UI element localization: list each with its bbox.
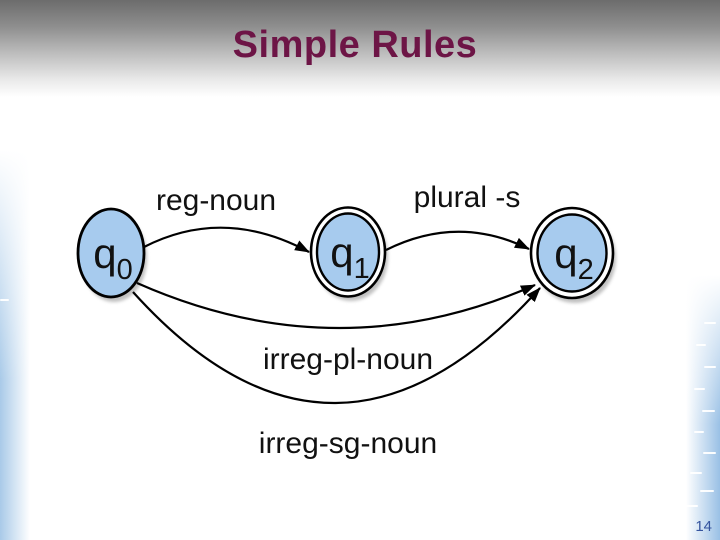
state-q0-symbol: q bbox=[93, 230, 116, 277]
top-gradient-banner bbox=[0, 0, 720, 97]
state-q0-label: q0 bbox=[93, 230, 133, 286]
transition-arrow-irreg-sg-noun bbox=[132, 287, 541, 405]
state-q2-subscript: 2 bbox=[578, 254, 594, 286]
edge-dash bbox=[700, 490, 714, 492]
edge-dash bbox=[702, 410, 715, 412]
edge-dash bbox=[0, 299, 9, 301]
edge-dash bbox=[704, 322, 716, 324]
transition-label-irreg-sg-noun: irreg-sg-noun bbox=[259, 427, 437, 460]
transition-label-reg-noun: reg-noun bbox=[156, 184, 276, 217]
transition-arrow-plural-s bbox=[385, 230, 530, 251]
edge-dash bbox=[703, 452, 716, 454]
edge-dash bbox=[686, 505, 698, 507]
edge-dash bbox=[696, 344, 706, 346]
state-q0-circle bbox=[76, 207, 146, 299]
page-title: Simple Rules bbox=[232, 24, 478, 66]
edge-dash bbox=[694, 388, 705, 390]
edge-dash bbox=[704, 366, 716, 368]
edge-dash bbox=[694, 431, 704, 433]
state-q1-subscript: 1 bbox=[354, 253, 370, 285]
transition-arrow-reg-noun bbox=[143, 226, 310, 253]
right-edge-fade bbox=[686, 275, 720, 425]
state-q1-label: q1 bbox=[330, 229, 370, 285]
edge-dash bbox=[690, 472, 702, 474]
state-q2-circle bbox=[536, 213, 608, 293]
page-number: 14 bbox=[695, 518, 712, 535]
state-q2-symbol: q bbox=[554, 230, 577, 277]
left-edge-fade bbox=[0, 150, 30, 380]
transition-label-irreg-pl-noun: irreg-pl-noun bbox=[263, 343, 433, 376]
state-q1-symbol: q bbox=[330, 229, 353, 276]
state-q2-label: q2 bbox=[554, 230, 594, 286]
state-q0-subscript: 0 bbox=[117, 254, 133, 286]
transition-label-plural-s: plural -s bbox=[414, 181, 521, 214]
state-q1-circle bbox=[315, 212, 381, 292]
transition-arrow-irreg-pl-noun bbox=[136, 281, 536, 330]
